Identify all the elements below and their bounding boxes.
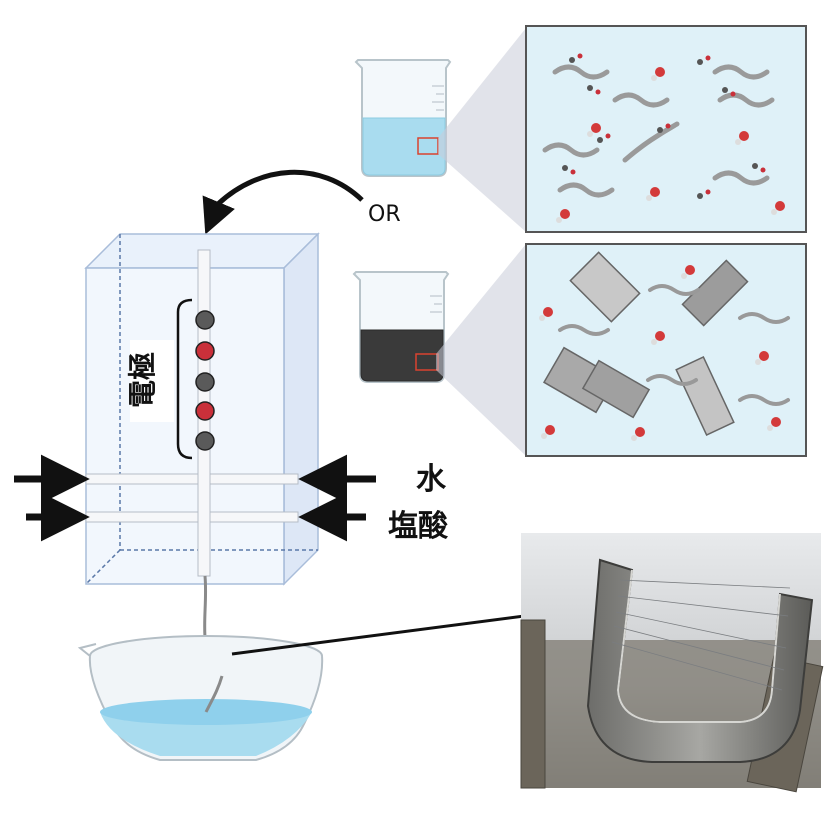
- water-molecule-icon: [556, 67, 785, 223]
- functional-group-icons: [562, 53, 766, 199]
- zoom-projection: [436, 244, 526, 456]
- water-molecule-icon: [539, 265, 781, 441]
- electrode-gray: [195, 372, 215, 392]
- beaker-clear-icon: [354, 59, 452, 177]
- hcl-label: 塩酸: [388, 509, 449, 544]
- electrode-gray: [195, 431, 215, 451]
- electrode-red: [195, 341, 215, 361]
- or-label: OR: [368, 202, 401, 227]
- fibers: [611, 579, 791, 691]
- curved-arrow-icon: [202, 169, 364, 235]
- fiber-photo: [520, 533, 824, 793]
- electrode-stack: [176, 298, 215, 460]
- polymer-molecule-icon: [542, 64, 775, 198]
- spinning-device: [84, 232, 320, 586]
- zoom-panel-dark: [525, 243, 807, 457]
- electrode-red: [195, 401, 215, 421]
- zoom-panel-clear: [525, 25, 807, 233]
- electrode-gray: [195, 310, 215, 330]
- label-bg: [130, 340, 174, 422]
- inlet-arrows: [14, 454, 376, 542]
- water-label: 水: [416, 462, 447, 497]
- beaker-dark-icon: [352, 271, 450, 383]
- collection-bath-icon: [77, 635, 324, 761]
- electrodes-label: 電極: [126, 352, 159, 408]
- bracket: [176, 298, 193, 460]
- zoom-projection: [438, 28, 526, 232]
- carbon-nanotube-icon: [542, 251, 749, 436]
